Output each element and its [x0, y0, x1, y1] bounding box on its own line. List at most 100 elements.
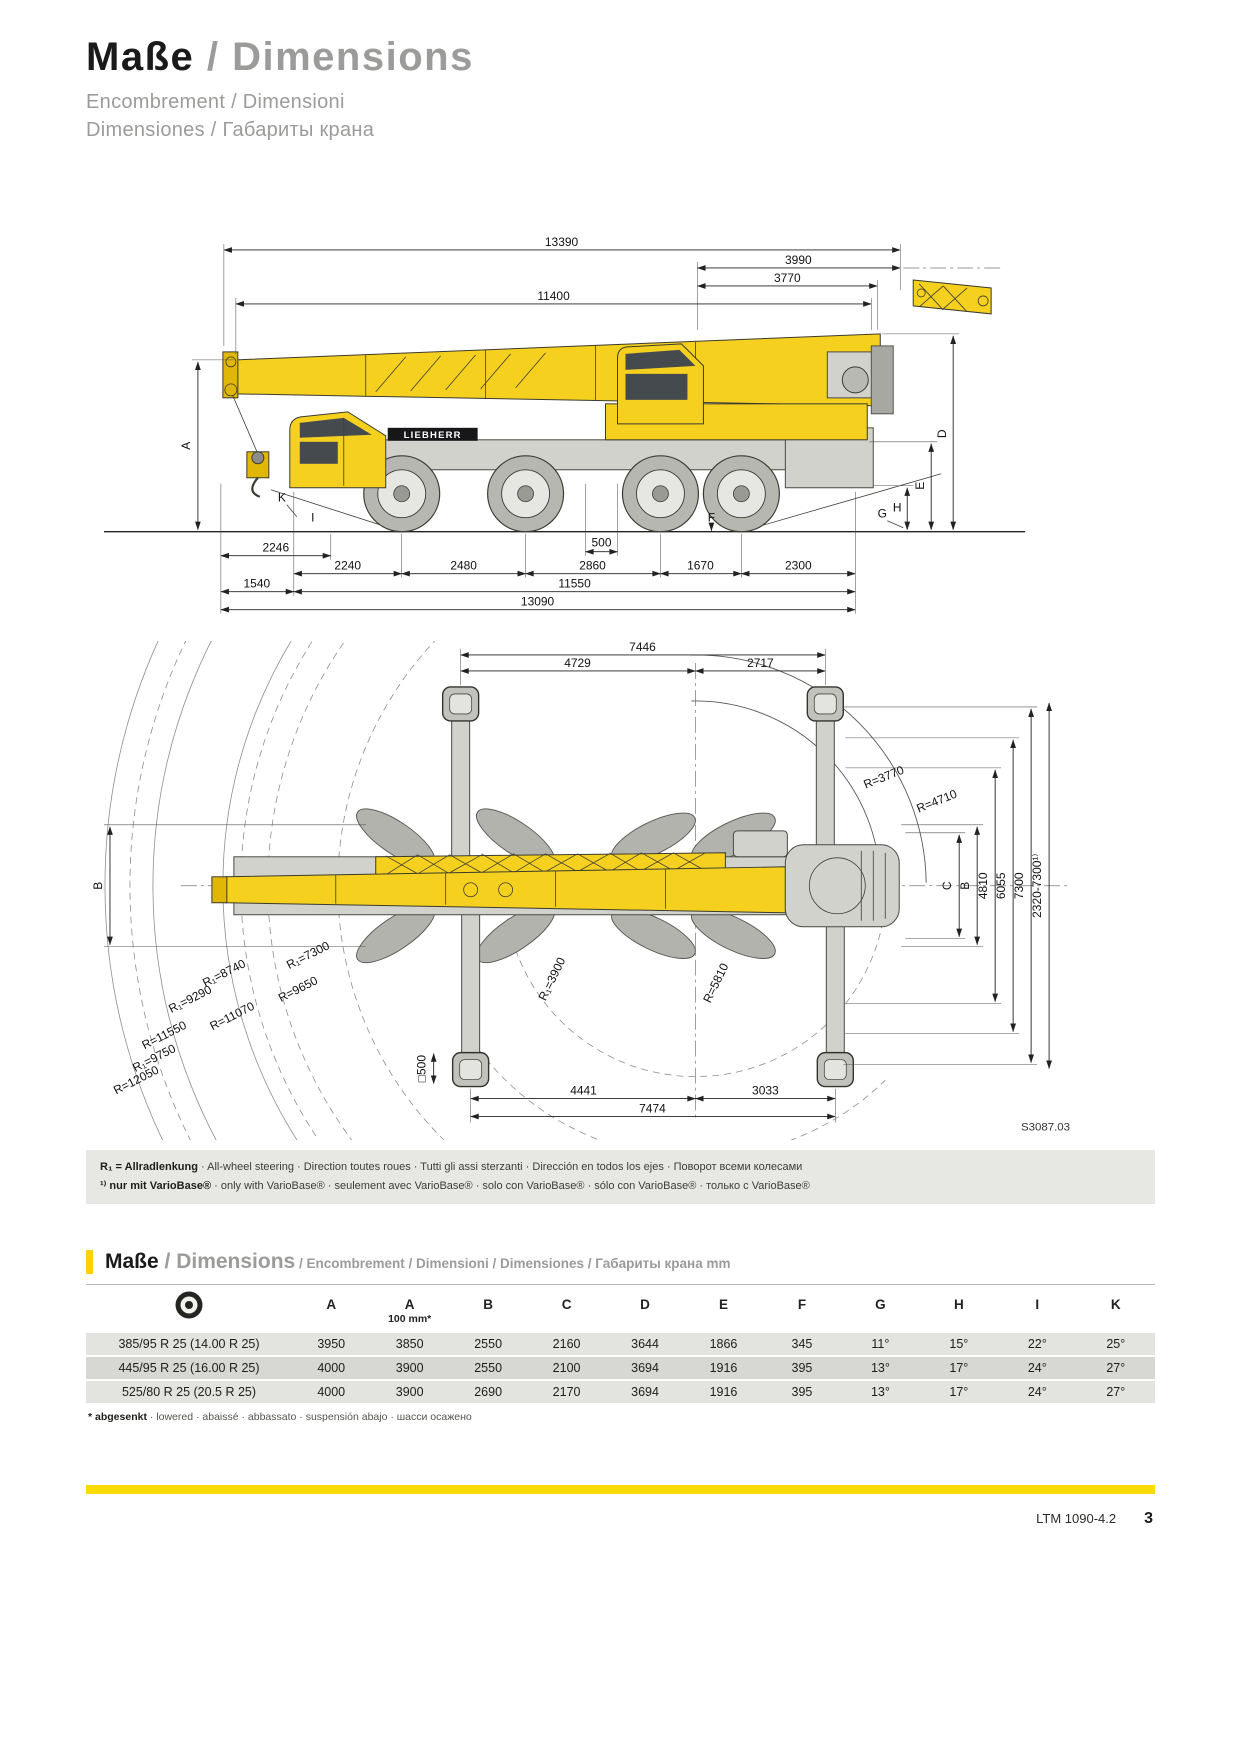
dim-letter-H: H	[893, 501, 902, 515]
dim-letter-G: G	[878, 507, 887, 521]
dim-1670: 1670	[687, 559, 714, 573]
dim-2320-7300: 2320-7300¹⁾	[1030, 853, 1044, 917]
dim-letter-A: A	[179, 442, 193, 450]
brand-logo-text: LIEBHERR	[404, 430, 462, 441]
dim-7300: 7300	[1012, 872, 1026, 899]
table-title-de: Maße	[105, 1249, 159, 1273]
model-label: LTM 1090-4.2	[1036, 1510, 1117, 1526]
superstructure-tail-top	[784, 843, 900, 927]
radius-7300: R₁=7300	[284, 938, 332, 972]
table-row: 525/80 R 25 (20.5 R 25) 4000 3900 2690 2…	[86, 1379, 1155, 1405]
dim-500: 500	[592, 536, 612, 550]
dim-3770: 3770	[774, 271, 801, 285]
col-header-A-sub: 100 mm*	[388, 1312, 432, 1325]
dim-letter-B-left: B	[91, 881, 105, 889]
dim-7446: 7446	[629, 641, 656, 654]
table-title: Maße / Dimensions / Encombrement / Dimen…	[86, 1249, 1155, 1274]
col-header-B: B	[483, 1296, 493, 1312]
crane-side-profile: LIEBHERR	[222, 333, 942, 533]
dim-6055: 6055	[994, 872, 1008, 899]
tire-icon	[175, 1291, 203, 1319]
title-de: Maße	[86, 35, 195, 79]
col-header-E: E	[718, 1296, 728, 1312]
dim-1540: 1540	[244, 577, 271, 591]
tire-column-header	[86, 1284, 292, 1333]
dim-4810: 4810	[976, 872, 990, 899]
telescopic-boom	[222, 333, 881, 407]
col-header-G: G	[875, 1296, 886, 1312]
radius-9290: R₁=9290	[166, 982, 214, 1016]
dim-letter-C: C	[940, 881, 954, 890]
footnote-steering: R₁ = Allradlenkung · All-wheel steering …	[100, 1161, 803, 1174]
table-title-rest: / Encombrement / Dimensioni / Dimensione…	[295, 1255, 731, 1271]
side-view-dimensions: 13390 3990 3770 11400 A D E H G	[179, 235, 1002, 614]
dim-letter-E: E	[913, 482, 927, 490]
page-header: Maße / Dimensions Encombrement / Dimensi…	[86, 36, 1155, 144]
radius-4710: R=4710	[914, 786, 959, 815]
dim-11550: 11550	[558, 577, 591, 591]
tire-size: 445/95 R 25 (16.00 R 25)	[86, 1355, 292, 1381]
dim-2480: 2480	[450, 559, 477, 573]
dim-letter-K: K	[278, 491, 286, 505]
steered-wheels-top	[356, 808, 776, 963]
wheel-axle-4	[702, 455, 780, 533]
dim-13390: 13390	[545, 235, 579, 249]
col-header-D: D	[640, 1296, 650, 1312]
winch-counterweight	[826, 345, 894, 415]
footer-accent-bar	[86, 1484, 1155, 1494]
driver-cab	[289, 411, 387, 489]
dim-2246: 2246	[263, 541, 290, 555]
hook-block	[232, 395, 270, 498]
title-separator: /	[194, 35, 233, 79]
dim-3033: 3033	[752, 1083, 779, 1097]
dim-4441: 4441	[570, 1083, 597, 1097]
outrigger-pad-rear-top	[806, 685, 844, 722]
radius-3900: R₁=3900	[536, 954, 569, 1002]
title-en: Dimensions	[232, 35, 474, 79]
col-header-H: H	[953, 1296, 964, 1312]
footnote-variobase: ¹⁾ nur mit VarioBase® · only with VarioB…	[100, 1179, 810, 1192]
radius-3770: R=3770	[862, 762, 907, 791]
cab-top-view	[732, 829, 788, 857]
col-header-F: F	[797, 1296, 807, 1312]
col-header-C: C	[561, 1296, 572, 1312]
footnotes-bar: R₁ = Allradlenkung · All-wheel steering …	[86, 1150, 1155, 1204]
radius-11070: R=11070	[207, 998, 256, 1032]
drawing-code: S3087.03	[1021, 1121, 1070, 1133]
dim-2300: 2300	[785, 559, 812, 573]
dim-letter-I: I	[311, 511, 314, 525]
outrigger-pad-front-top	[441, 685, 480, 722]
dim-letter-D: D	[935, 429, 949, 438]
folding-jib-detail	[912, 279, 992, 315]
tire-size: 385/95 R 25 (14.00 R 25)	[86, 1332, 292, 1357]
crane-top-profile	[211, 685, 900, 1087]
radius-5810: R=5810	[700, 960, 731, 1004]
table-row: 445/95 R 25 (16.00 R 25) 4000 3900 2550 …	[86, 1355, 1155, 1381]
dim-11400: 11400	[537, 289, 570, 303]
subtitle-fr-it: Encombrement / Dimensioni	[86, 91, 345, 113]
outrigger-pad-front-bottom	[451, 1051, 490, 1087]
tire-size: 525/80 R 25 (20.5 R 25)	[86, 1379, 292, 1405]
dim-letter-B-right: B	[958, 881, 972, 889]
dim-2717: 2717	[747, 656, 774, 670]
dim-3990: 3990	[785, 253, 812, 267]
dimensions-table-section: Maße / Dimensions / Encombrement / Dimen…	[86, 1249, 1155, 1429]
col-header-I: I	[1035, 1296, 1040, 1312]
col-header-K: K	[1110, 1296, 1121, 1312]
dim-2860: 2860	[579, 559, 606, 573]
outrigger-pad-rear-bottom	[816, 1051, 854, 1087]
table-title-en: / Dimensions	[158, 1249, 296, 1273]
dim-letter-F: F	[708, 511, 715, 525]
table-row: 385/95 R 25 (14.00 R 25) 3950 3850 2550 …	[86, 1332, 1155, 1357]
crane-operator-cab	[617, 343, 704, 425]
subtitle-es-ru: Dimensiones / Габариты крана	[86, 119, 375, 141]
top-view-drawing: 7446 4729 2717 B C B 4810 6055	[91, 640, 1071, 1141]
page-title: Maße / Dimensions	[86, 36, 1155, 78]
side-view-drawing: LIEBHERR 13390 3990 3770 11400	[103, 235, 1026, 614]
dim-pad-500: □500	[415, 1054, 429, 1082]
wheel-axle-3	[621, 455, 700, 533]
